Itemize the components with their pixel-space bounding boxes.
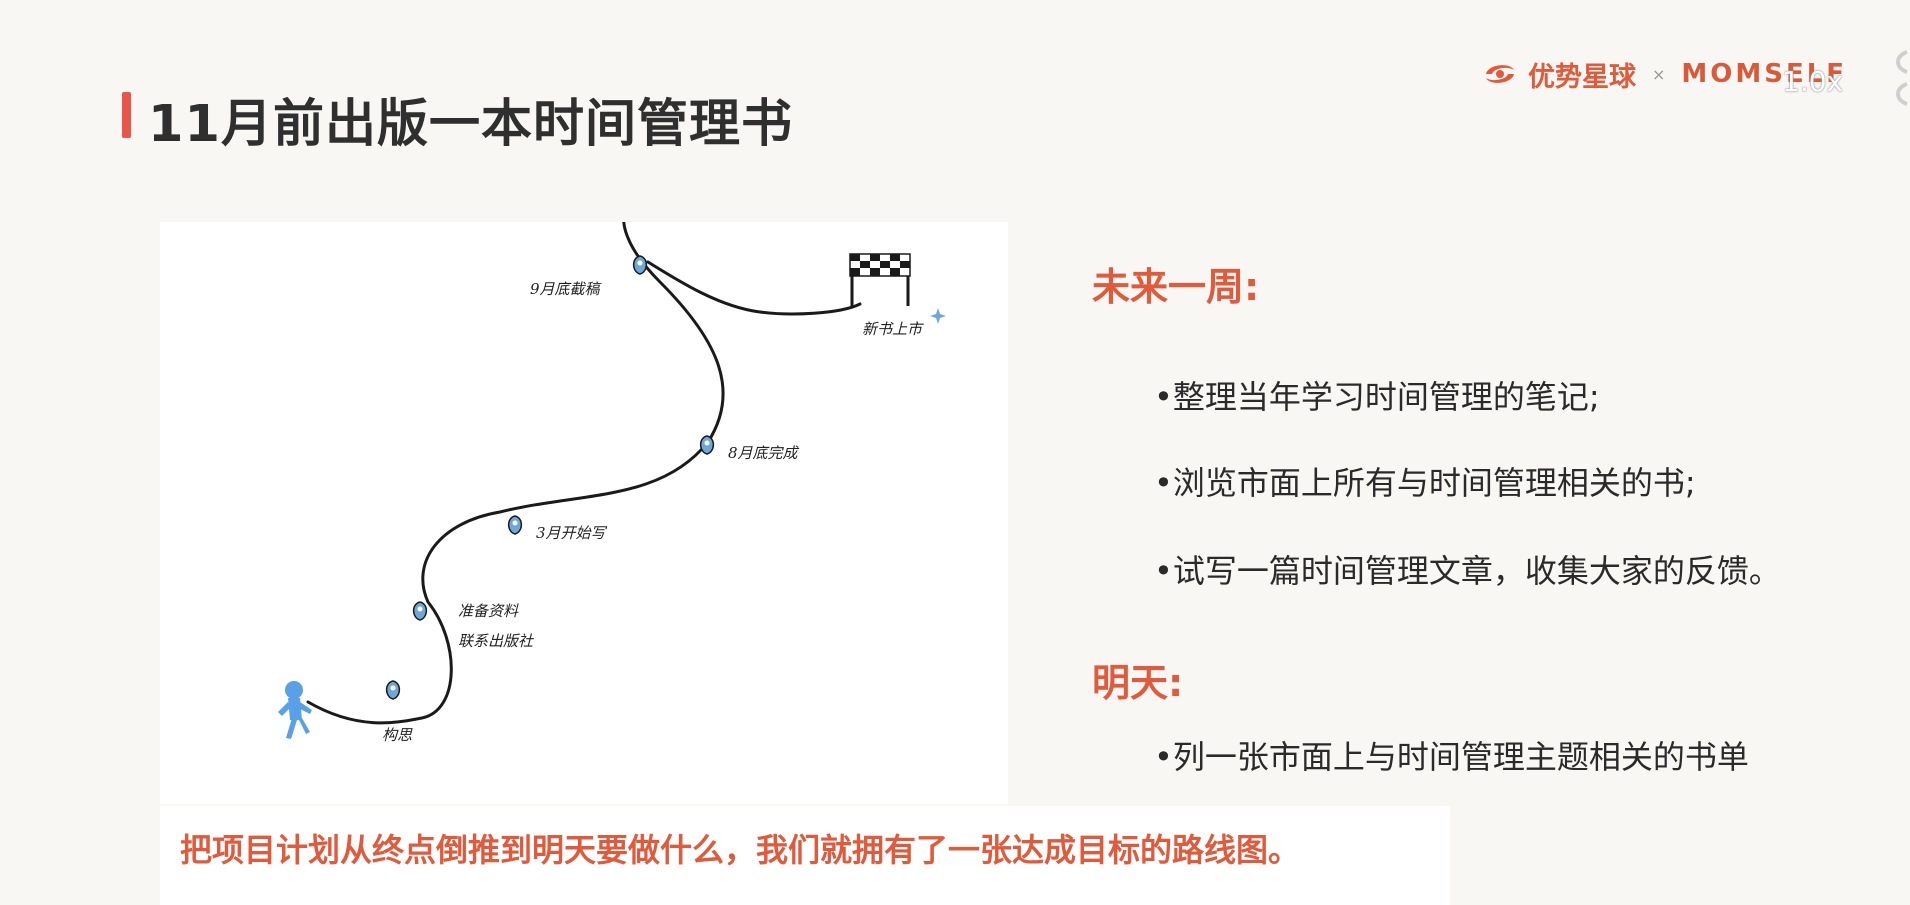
sparkle-icon bbox=[930, 308, 946, 324]
route-path bbox=[306, 222, 725, 725]
week-item: •试写一篇时间管理文章，收集大家的反馈。 bbox=[1154, 552, 1781, 590]
roadmap-illustration: 构思 准备资料 联系出版社 3月开始写 8月底完成 9月底截稿 新书上市 bbox=[160, 222, 1008, 804]
route-path-upper bbox=[636, 222, 680, 262]
brand-logo: 优势星球 × MOMSELF bbox=[1412, 38, 1852, 110]
summary-text: 把项目计划从终点倒推到明天要做什么，我们就拥有了一张达成目标的路线图。 bbox=[180, 831, 1301, 869]
brand-swirl-icon bbox=[1486, 65, 1514, 83]
summary-strip bbox=[160, 806, 1450, 905]
week-item: •浏览市面上所有与时间管理相关的书; bbox=[1154, 464, 1696, 502]
side-panel-icon[interactable] bbox=[1885, 48, 1910, 108]
pin-icon bbox=[385, 680, 401, 700]
tomorrow-item: •列一张市面上与时间管理主题相关的书单 bbox=[1154, 738, 1749, 776]
pin-icon bbox=[632, 255, 648, 275]
page-title: 11月前出版一本时间管理书 bbox=[148, 95, 793, 154]
pin-icon bbox=[412, 601, 428, 621]
milestone-label-publisher: 联系出版社 bbox=[458, 632, 534, 650]
finish-flag-icon bbox=[849, 253, 911, 306]
milestone-label-finish-draft: 8月底完成 bbox=[728, 444, 798, 462]
route-path-finish bbox=[646, 260, 862, 316]
brand-name-cn: 优势星球 bbox=[1528, 61, 1636, 93]
brand-separator: × bbox=[1652, 64, 1666, 84]
pin-icon bbox=[507, 515, 523, 535]
week-item: •整理当年学习时间管理的笔记; bbox=[1154, 378, 1600, 416]
milestone-label-launch: 新书上市 bbox=[862, 320, 923, 338]
roadmap-drawing bbox=[278, 222, 946, 739]
title-accent-bar bbox=[122, 92, 131, 138]
milestone-label-deadline: 9月底截稿 bbox=[530, 280, 600, 298]
runner-icon bbox=[278, 681, 312, 739]
pin-icon bbox=[699, 435, 715, 455]
milestone-label-start-writing: 3月开始写 bbox=[536, 524, 606, 542]
week-heading: 未来一周: bbox=[1092, 265, 1260, 309]
playback-speed[interactable]: 1.0x bbox=[1782, 65, 1844, 98]
tomorrow-heading: 明天: bbox=[1092, 661, 1184, 705]
milestone-label-prepare: 准备资料 bbox=[458, 602, 519, 620]
brand-name-en: MOMSELF bbox=[1681, 59, 1848, 89]
milestone-label-concept: 构思 bbox=[382, 726, 413, 744]
